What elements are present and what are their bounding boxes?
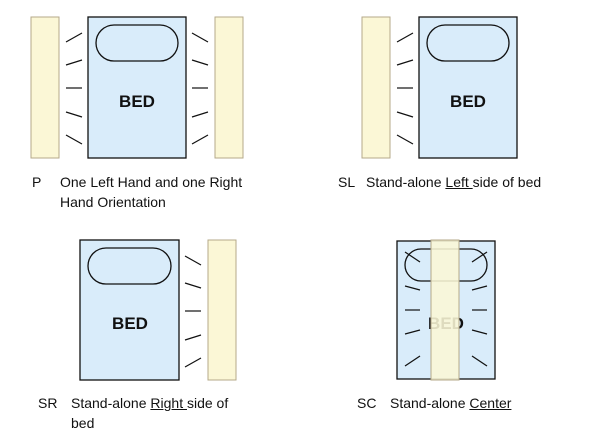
pillow [95,24,179,62]
light-rays-left [404,251,421,367]
left-side-panel [30,16,60,159]
caption-text: side of [186,395,229,411]
panel-sc-illustration: BED [396,239,496,381]
orientation-code: P [32,174,42,190]
orientation-code: SR [38,395,58,411]
caption-line-2: bed [71,415,95,431]
bed-label: BED [450,92,486,111]
bed-label: BED [119,92,155,111]
center-panel [430,239,460,381]
light-rays-left [65,32,83,145]
caption-line-2: Hand Orientation [60,194,166,210]
left-side-panel [361,16,391,159]
caption-emphasis: Left [445,174,473,190]
caption-emphasis: Center [469,395,512,411]
light-rays-right [191,32,209,145]
caption-text: Stand-alone [366,174,446,190]
caption-line-1: Stand-alone Right side of [71,393,228,413]
orientation-code: SL [338,174,356,190]
bed-label: BED [112,314,148,333]
light-rays-left [396,32,414,145]
right-side-panel [214,16,244,159]
caption-text: Stand-alone [71,395,151,411]
caption-emphasis: Right [150,395,187,411]
light-rays-right [471,251,488,367]
caption-text: side of bed [472,174,542,190]
caption-line-1: One Left Hand and one Right [60,174,243,190]
caption-line-1: Stand-alone Center [390,393,511,413]
panel-sr-illustration: BED [79,239,237,381]
pillow [426,24,510,62]
orientation-code: SC [357,395,377,411]
panel-sl-illustration: BED [361,16,518,159]
panel-p-illustration: BED [30,16,244,159]
caption-line-1: Stand-alone Left side of bed [366,172,541,192]
caption-text: Stand-alone [390,395,470,411]
light-rays-right [184,255,202,368]
right-side-panel [207,239,237,381]
pillow [87,247,172,285]
